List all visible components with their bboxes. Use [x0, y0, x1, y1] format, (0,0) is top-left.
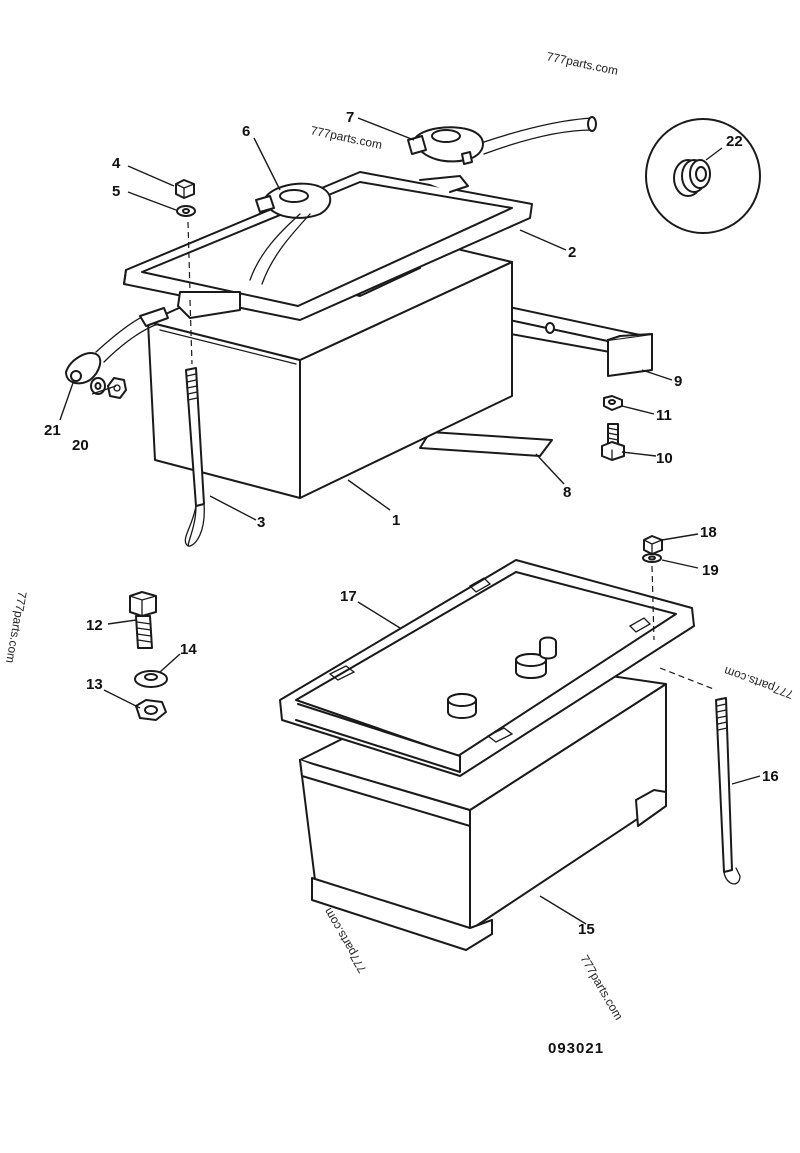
callout-17: 17: [340, 588, 357, 605]
watermark-left-edge: 777parts.com: [3, 590, 29, 664]
nut-and-washer-upper: [175, 179, 196, 217]
bolt-12: [129, 591, 157, 649]
callout-10: 10: [656, 450, 673, 467]
lower-battery-terminals: [447, 636, 557, 719]
mounting-bracket: [499, 304, 653, 377]
nut-13: [135, 699, 167, 721]
callout-9: 9: [674, 373, 682, 390]
callout-20: 20: [72, 437, 89, 454]
callout-4: 4: [112, 155, 121, 172]
terminal-clamp-negative: [249, 182, 332, 285]
earth-nut-washer: [90, 377, 127, 399]
callout-22: 22: [726, 133, 743, 150]
callout-5: 5: [112, 183, 120, 200]
leader-lines: [59, 117, 761, 925]
callout-2: 2: [568, 244, 576, 261]
bolt-and-nut-right: [601, 395, 625, 461]
detail-grommet: [645, 118, 761, 234]
battery-clamp-frame: [123, 171, 533, 321]
lower-clamp-frame: [279, 559, 695, 777]
callout-8: 8: [563, 484, 571, 501]
watermark-near-clamp: 777parts.com: [309, 123, 383, 152]
callout-3: 3: [257, 514, 265, 531]
callout-12: 12: [86, 617, 103, 634]
watermark-top: 777parts.com: [545, 49, 619, 78]
callout-15: 15: [578, 921, 595, 938]
callout-1: 1: [392, 512, 400, 529]
callout-14: 14: [180, 641, 197, 658]
washer-14: [134, 670, 168, 688]
watermark-right-edge: 777parts.com: [722, 664, 795, 702]
callout-13: 13: [86, 676, 103, 693]
callout-7: 7: [346, 109, 354, 126]
callout-21: 21: [44, 422, 61, 439]
drawing-number: 093021: [548, 1040, 604, 1057]
terminal-clamp-positive: [407, 116, 597, 165]
hook-rod-lower: [651, 565, 741, 885]
watermark-bottom-right: 777parts.com: [577, 953, 625, 1023]
hook-rod: [184, 221, 205, 547]
callout-6: 6: [242, 123, 250, 140]
earth-cable: [65, 307, 169, 385]
callout-18: 18: [700, 524, 717, 541]
base-plate: [419, 431, 553, 457]
callout-labels: 1 2 3 4 5 6 7 8 9 10 11 12 13 14 15 16 1…: [44, 109, 779, 938]
callout-16: 16: [762, 768, 779, 785]
nut-and-washer-lower: [642, 535, 663, 563]
callout-11: 11: [656, 407, 672, 424]
callout-19: 19: [702, 562, 719, 579]
